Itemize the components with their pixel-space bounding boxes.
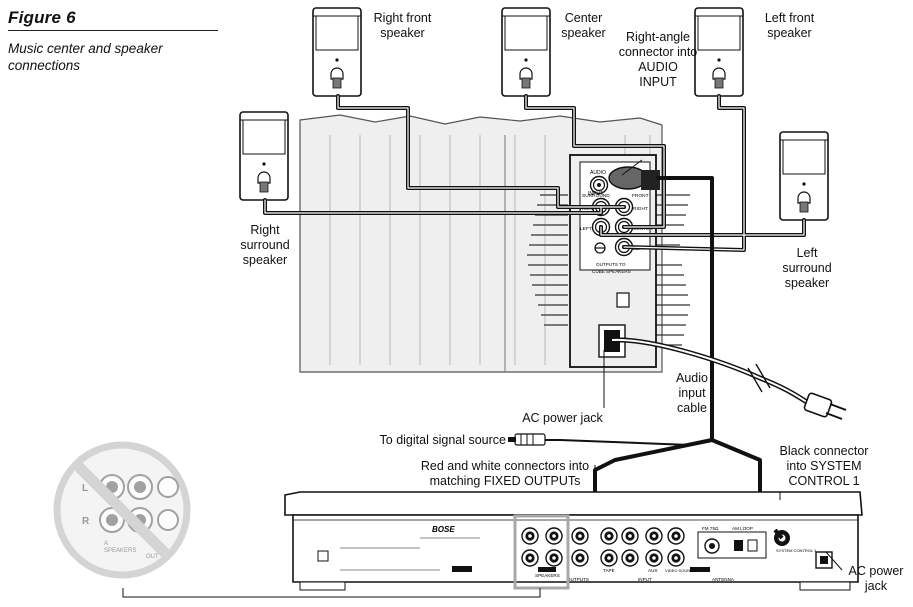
label-ac-power-jack-center: AC power jack — [848, 564, 904, 593]
mc-label-input: INPUT — [638, 577, 652, 582]
callout-lines — [122, 350, 843, 598]
panel-label-left-surround: LEFT — [580, 226, 592, 232]
panel-label-front: FRONT — [632, 193, 649, 199]
right-surround-speaker-icon — [239, 111, 289, 201]
mc-label-aux: AUX — [648, 568, 657, 573]
mc-label-fm: FM 75Ω — [702, 526, 719, 531]
panel-label-right-front: RIGHT — [633, 206, 648, 212]
right-front-speaker-icon — [312, 7, 362, 97]
label-red-white-connectors: Red and white connectors into matching F… — [420, 459, 590, 488]
fixed-outputs-highlight — [513, 514, 570, 590]
inset-label-out: OUT — [146, 554, 159, 560]
label-digital-signal-source: To digital signal source — [379, 433, 506, 447]
label-ac-power-jack-module: AC power jack — [522, 411, 603, 425]
ac-power-cord — [611, 337, 847, 420]
figure-caption: Music center and speaker connections — [8, 41, 163, 73]
label-right-angle-connector: Right-angle connector into AUDIO INPUT — [618, 30, 698, 89]
inset-label-speakers: SPEAKERS — [104, 548, 136, 554]
mc-label-speakers: SPEAKERS — [535, 573, 560, 578]
label-center-speaker: Center speaker — [561, 11, 606, 40]
label-left-front-speaker: Left front speaker — [764, 11, 815, 40]
inset-label-a: A — [104, 541, 108, 547]
inset-label-r: R — [82, 516, 90, 527]
label-black-connector: Black connector into SYSTEM CONTROL 1 — [779, 444, 869, 488]
label-right-surround-speaker: Right surround speaker — [240, 223, 290, 267]
mc-label-tape: TAPE — [603, 568, 615, 573]
left-surround-speaker-icon — [779, 131, 829, 221]
brand-logo: BOSE — [432, 525, 455, 534]
prohibited-inset: L R A SPEAKERS OUT — [53, 441, 191, 579]
mc-label-system-control: SYSTEM CONTROL 1 — [776, 548, 817, 553]
acoustimass-module: AUDIO INPUT SURROUND FRONT RIGHT RIGHT L… — [299, 114, 690, 373]
panel-label-input: INPUT — [588, 191, 603, 197]
inset-label-l: L — [82, 483, 88, 494]
figure-title-rule — [8, 30, 218, 31]
left-front-speaker-icon — [694, 7, 744, 97]
digital-source-plug-icon — [508, 433, 546, 446]
mc-label-am-loop: AM LOOP — [732, 526, 753, 531]
music-center: BOSE SPEAKERS OUTPUTS TAPE AUX VIDEO SOU… — [284, 491, 863, 591]
label-right-front-speaker: Right front speaker — [373, 11, 432, 40]
label-left-surround-speaker: Left surround speaker — [782, 246, 832, 290]
mc-label-outputs: OUTPUTS — [567, 577, 589, 582]
right-angle-connector — [608, 159, 660, 190]
panel-label-cube-speakers: CUBE SPEAKERS — [592, 269, 631, 274]
panel-label-audio: AUDIO — [590, 170, 606, 176]
panel-label-surround: SURROUND — [582, 193, 610, 199]
panel-label-outputs-to: OUTPUTS TO — [596, 262, 626, 267]
figure-title: Figure 6 — [8, 8, 76, 27]
center-speaker-icon — [501, 7, 551, 97]
mc-label-antenna: ANTENNA — [712, 577, 735, 582]
mc-label-video-sound: VIDEO SOUND — [665, 568, 693, 573]
label-audio-input-cable: Audio input cable — [676, 371, 708, 415]
